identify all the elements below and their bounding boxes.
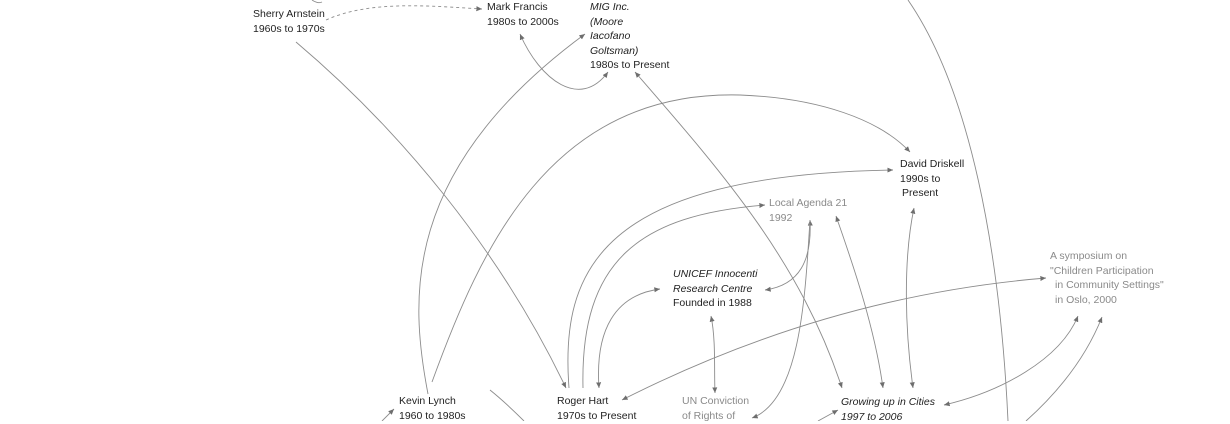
node-mig-name: MIG Inc.: [590, 0, 669, 15]
node-symposium-line-3: in Community Settings": [1050, 278, 1164, 293]
edge-mig-growing: [635, 72, 842, 388]
node-un-line-1: UN Conviction: [682, 394, 749, 409]
node-mark-era: 1980s to 2000s: [487, 15, 559, 30]
edge-hart-unicef: [599, 289, 660, 388]
node-sherry-arnstein: Sherry Arnstein 1960s to 1970s: [253, 7, 325, 36]
edge-growing-stub: [818, 410, 838, 421]
edge-sherry-top: [312, 0, 322, 3]
edge-unicef-un: [711, 316, 715, 393]
node-unicef: UNICEF Innocenti Research Centre Founded…: [673, 267, 757, 311]
node-unicef-name-2: Research Centre: [673, 282, 757, 297]
node-unicef-name: UNICEF Innocenti: [673, 267, 757, 282]
node-symposium-line-4: in Oslo, 2000: [1050, 293, 1164, 308]
node-local-agenda-21: Local Agenda 21 1992: [769, 196, 847, 225]
edge-agenda-unicef: [765, 220, 810, 290]
node-lynch-name: Kevin Lynch: [399, 394, 466, 409]
edge-symposium-bottom: [1026, 317, 1102, 421]
node-growing-name: Growing up in Cities: [841, 395, 935, 410]
node-symposium-line-2: "Children Participation: [1050, 264, 1164, 279]
node-mig-name-2: (Moore: [590, 15, 669, 30]
node-mig-inc: MIG Inc. (Moore Iacofano Goltsman) 1980s…: [590, 0, 669, 73]
node-mark-francis: Mark Francis 1980s to 2000s: [487, 0, 559, 29]
node-agenda-year: 1992: [769, 211, 847, 226]
node-growing-up-in-cities: Growing up in Cities 1997 to 2006: [841, 395, 935, 424]
node-mig-era: 1980s to Present: [590, 58, 669, 73]
node-hart-name: Roger Hart: [557, 394, 636, 409]
node-growing-era: 1997 to 2006: [841, 410, 935, 424]
edge-agenda-growing: [836, 216, 883, 388]
edge-lynch-stub: [382, 409, 394, 421]
node-driskell-name: David Driskell: [900, 157, 964, 172]
node-roger-hart: Roger Hart 1970s to Present: [557, 394, 636, 423]
node-sherry-era: 1960s to 1970s: [253, 22, 325, 37]
edge-bottom-stub: [490, 390, 524, 421]
edge-top-right-arc: [908, 0, 1008, 421]
edge-agenda-un: [752, 220, 810, 418]
node-sherry-name: Sherry Arnstein: [253, 7, 325, 22]
node-kevin-lynch: Kevin Lynch 1960 to 1980s: [399, 394, 466, 423]
edge-lynch-mig: [419, 34, 585, 394]
node-driskell-era: 1990s to: [900, 172, 964, 187]
edge-sherry-mark: [326, 6, 482, 20]
node-agenda-name: Local Agenda 21: [769, 196, 847, 211]
node-mark-name: Mark Francis: [487, 0, 559, 15]
node-mig-name-4: Goltsman): [590, 44, 669, 59]
node-driskell-era-2: Present: [900, 186, 964, 201]
node-symposium: A symposium on "Children Participation i…: [1050, 249, 1164, 307]
node-symposium-line-1: A symposium on: [1050, 249, 1164, 264]
node-un-conviction: UN Conviction of Rights of: [682, 394, 749, 423]
edge-symposium-growing: [944, 316, 1078, 405]
node-unicef-founded: Founded in 1988: [673, 296, 757, 311]
edge-sherry-hart: [296, 42, 566, 388]
edge-lynch-driskell: [432, 95, 910, 382]
node-david-driskell: David Driskell 1990s to Present: [900, 157, 964, 201]
node-mig-name-3: Iacofano: [590, 29, 669, 44]
